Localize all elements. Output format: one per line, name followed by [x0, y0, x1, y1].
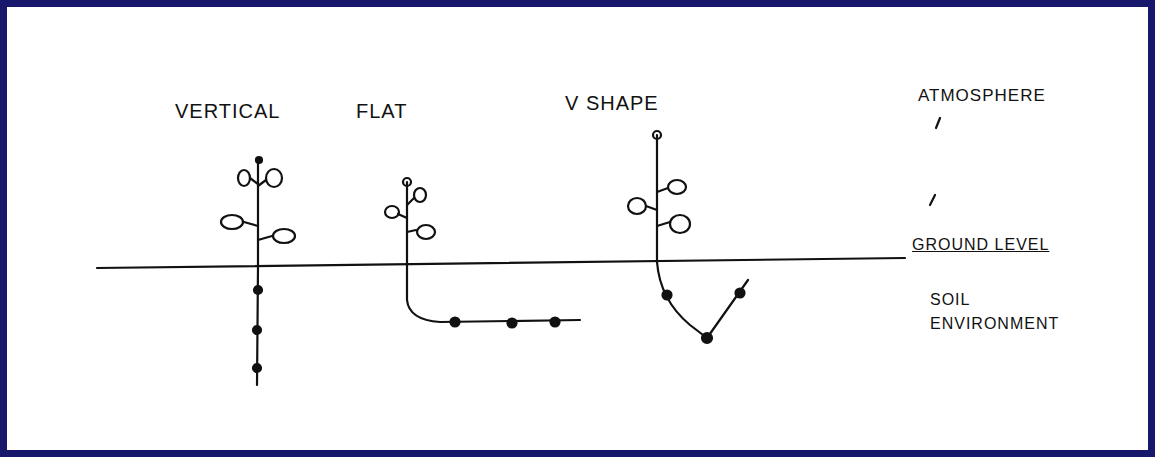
petiole [657, 222, 670, 226]
stem-root [657, 135, 748, 338]
root-node [253, 364, 261, 372]
root-node [508, 319, 517, 328]
root-node [451, 318, 460, 327]
petiole [244, 222, 258, 226]
leaf [266, 169, 282, 187]
flat-root-plant [385, 178, 580, 328]
leaf [670, 215, 690, 233]
petiole [258, 236, 272, 240]
root-node [663, 291, 672, 300]
tick-mark [930, 195, 935, 205]
leaf [238, 170, 250, 186]
root-type-label: V SHAPE [565, 92, 659, 115]
leaf [417, 225, 435, 239]
tick-mark [936, 118, 940, 128]
v-shape-root-plant [628, 131, 748, 343]
leaf [414, 188, 426, 202]
petiole [407, 230, 416, 232]
root-type-label: VERTICAL [175, 100, 280, 123]
leaf [221, 215, 243, 229]
petiole [250, 178, 258, 184]
root-node [551, 318, 560, 327]
zone-label: GROUND LEVEL [912, 236, 1049, 254]
vertical-root-plant [221, 157, 295, 385]
root-node [253, 326, 261, 334]
zone-label: ATMOSPHERE [918, 86, 1046, 106]
bud [403, 178, 411, 186]
petiole [407, 198, 414, 205]
ground-line [97, 258, 905, 268]
petiole [258, 180, 266, 186]
stem-root [407, 182, 580, 322]
root-type-label: FLAT [356, 100, 407, 123]
leaf [385, 206, 399, 218]
bud [256, 157, 262, 163]
stem-root [257, 160, 258, 385]
zone-label: SOIL ENVIRONMENT [930, 288, 1065, 336]
root-node [702, 333, 712, 343]
petiole [646, 206, 657, 210]
root-node [736, 289, 745, 298]
root-node [254, 286, 262, 294]
leaf [668, 180, 686, 194]
petiole [657, 188, 668, 192]
leaf [273, 229, 295, 243]
bud [653, 131, 661, 139]
leaf [628, 198, 646, 214]
